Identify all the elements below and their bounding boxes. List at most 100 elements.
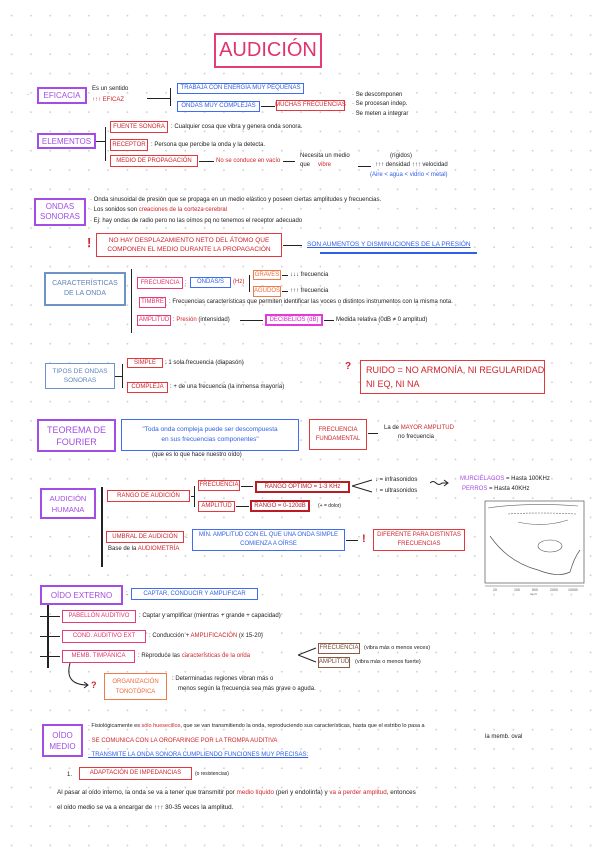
fuente-text: : Cualquier cosa que vibra y genera onda… (171, 124, 303, 130)
text: La de (384, 425, 400, 431)
impedancias-box: ADAPTACIÓN DE IMPEDANCIAS (79, 767, 192, 780)
perros-text: PERROS = Hasta 40KHz (462, 486, 530, 493)
necesita-text: Necesita un medio (300, 153, 350, 159)
number: 1. (67, 772, 73, 778)
tonotopica-text: : Determinadas regiones vibran más o (172, 676, 274, 682)
text: , que se van transmitiendo la onda, repr… (180, 723, 425, 729)
decibelios-box: DECIBELIOS (dB) (265, 314, 323, 326)
text: HUMANA (51, 504, 85, 514)
hz-text: (Hz) (233, 279, 245, 285)
text: Al pasar al oído interno, la onda se va … (57, 789, 235, 796)
text: MÍN. AMPLITUD CON EL QUE UNA ONDA SIMPLE (198, 532, 339, 538)
text: AUDIOMETRÍA (137, 546, 180, 552)
arrow (368, 433, 378, 434)
label-line: SONORAS (39, 212, 80, 221)
arrow (199, 161, 214, 162)
text: = Hasta 40KHz (489, 486, 530, 492)
text: en sus frecuencias componentes" (161, 436, 259, 443)
graves-text: ↓↓↓ frecuencia (290, 272, 329, 278)
text: Base de la (108, 546, 137, 552)
ultra-text: ↑ = ultrasonidos (375, 488, 418, 494)
frecuencia-box: FRECUENCIA (318, 643, 360, 654)
arrow (261, 106, 275, 107)
connector (194, 486, 195, 507)
receptor-text: : Persona que percibe la onda y la detec… (151, 142, 266, 148)
dolor-text: (+ = dolor) (318, 503, 342, 509)
fork-lines (298, 647, 317, 663)
externo-label: OÍDO EXTERNO (40, 585, 123, 605)
medida-text: Medida relativa (0dB ≠ 0 amplitud) (336, 317, 428, 323)
colon: : (185, 280, 187, 286)
complex-waves-box: ONDAS MUY COMPLEJAS (177, 101, 260, 112)
paragraph-line: el oído medio se va a encargar de ↑↑↑ 30… (57, 804, 234, 811)
text: SONORAS (63, 377, 97, 384)
infra-text: ↓ = infrasonidos (375, 477, 418, 483)
exclamation-icon: ! (362, 533, 366, 545)
text: características de la onda (181, 653, 251, 659)
paragraph-line: Al pasar al oído interno, la onda se va … (57, 789, 416, 796)
text: = Hasta 100KHz (506, 476, 550, 482)
amplitud-box: AMPLITUD (198, 501, 235, 512)
timpanica-text: : Reproduce las características de la on… (138, 653, 250, 660)
conducto-text: : Conducción + AMPLIFICACIÓN (x 15-20) (149, 633, 263, 640)
medio-line: · Fisiológicamente es sólo huesecillos, … (88, 723, 425, 730)
vibre-text: vibre (318, 162, 332, 168)
connector (170, 88, 171, 106)
text: TONOTÓPICA (115, 688, 156, 695)
timpanica-box: MEMB. TIMPÁNICA (62, 650, 135, 663)
pabellon-text: : Captar y amplificar (mientras + grande… (139, 613, 281, 619)
curve (487, 504, 579, 509)
text: medio líquido (236, 789, 275, 796)
amplitud-box: AMPLITUD (137, 315, 171, 326)
x-tick: 10000 (568, 588, 578, 592)
connector (122, 364, 123, 388)
x-tick: 100 (514, 588, 520, 592)
compleja-text: : + de una frecuencia (la inmensa mayorí… (170, 384, 285, 390)
list-item: · Se procesan indep. (352, 101, 408, 107)
arrow (236, 506, 249, 507)
timbre-text: : Frecuencias características que permit… (169, 299, 453, 305)
x-tick: 2000 (550, 588, 558, 592)
x-tick: 20 (493, 588, 497, 592)
arrow (282, 291, 288, 292)
ondas-s-box: ONDAS/S (190, 277, 231, 288)
necesita-text-2: que (300, 162, 311, 168)
fundamental-text: La de MAYOR AMPLITUD (384, 425, 454, 432)
text: FUNDAMENTAL (315, 435, 361, 442)
text: PERROS (462, 486, 488, 492)
fork-lines (352, 479, 373, 493)
conducto-box: COND. AUDITIVO EXT (62, 630, 146, 643)
arrow (40, 616, 60, 617)
fourier-quote-box: "Toda onda compleja puede ser descompues… (121, 419, 299, 451)
arrow (240, 320, 263, 321)
text: : Conducción + (149, 633, 190, 639)
arrow (40, 656, 60, 657)
text: : Reproduce las (138, 653, 181, 659)
arrow (283, 161, 295, 162)
optimo-box: RANGO ÓPTIMO = 1-3 KHz (255, 481, 350, 493)
rango-box: RANGO DE AUDICIÓN (107, 490, 190, 502)
orden-text: (Aire < agua < vidrio < metal) (370, 172, 448, 178)
connector (96, 141, 105, 142)
text: NO HAY DESPLAZAMIENTO NETO DEL ÁTOMO QUE (108, 237, 270, 244)
compleja-box: COMPLEJA (127, 382, 168, 393)
x-label: Hertz (530, 592, 538, 596)
connector (105, 127, 106, 161)
densidad-text: ↑↑↑ densidad ↑↑↑ velocidad (375, 162, 448, 168)
vacio-text: No se conduce en vacío (216, 158, 281, 164)
connector (115, 376, 122, 377)
curve (517, 519, 569, 525)
text: TIPOS DE ONDAS (52, 368, 108, 375)
pabellon-box: PABELLÓN AUDITIVO (62, 610, 136, 623)
text: (peri y endolinfa) y (275, 789, 328, 796)
text: TEOREMA DE (46, 424, 106, 435)
graph-frame (484, 500, 585, 584)
text: DE LA ONDA (63, 290, 106, 297)
divider (131, 269, 132, 333)
connector (147, 98, 171, 99)
x-tick: 500 (532, 588, 538, 592)
medio-box: MEDIO DE PROPAGACIÓN (110, 155, 198, 167)
